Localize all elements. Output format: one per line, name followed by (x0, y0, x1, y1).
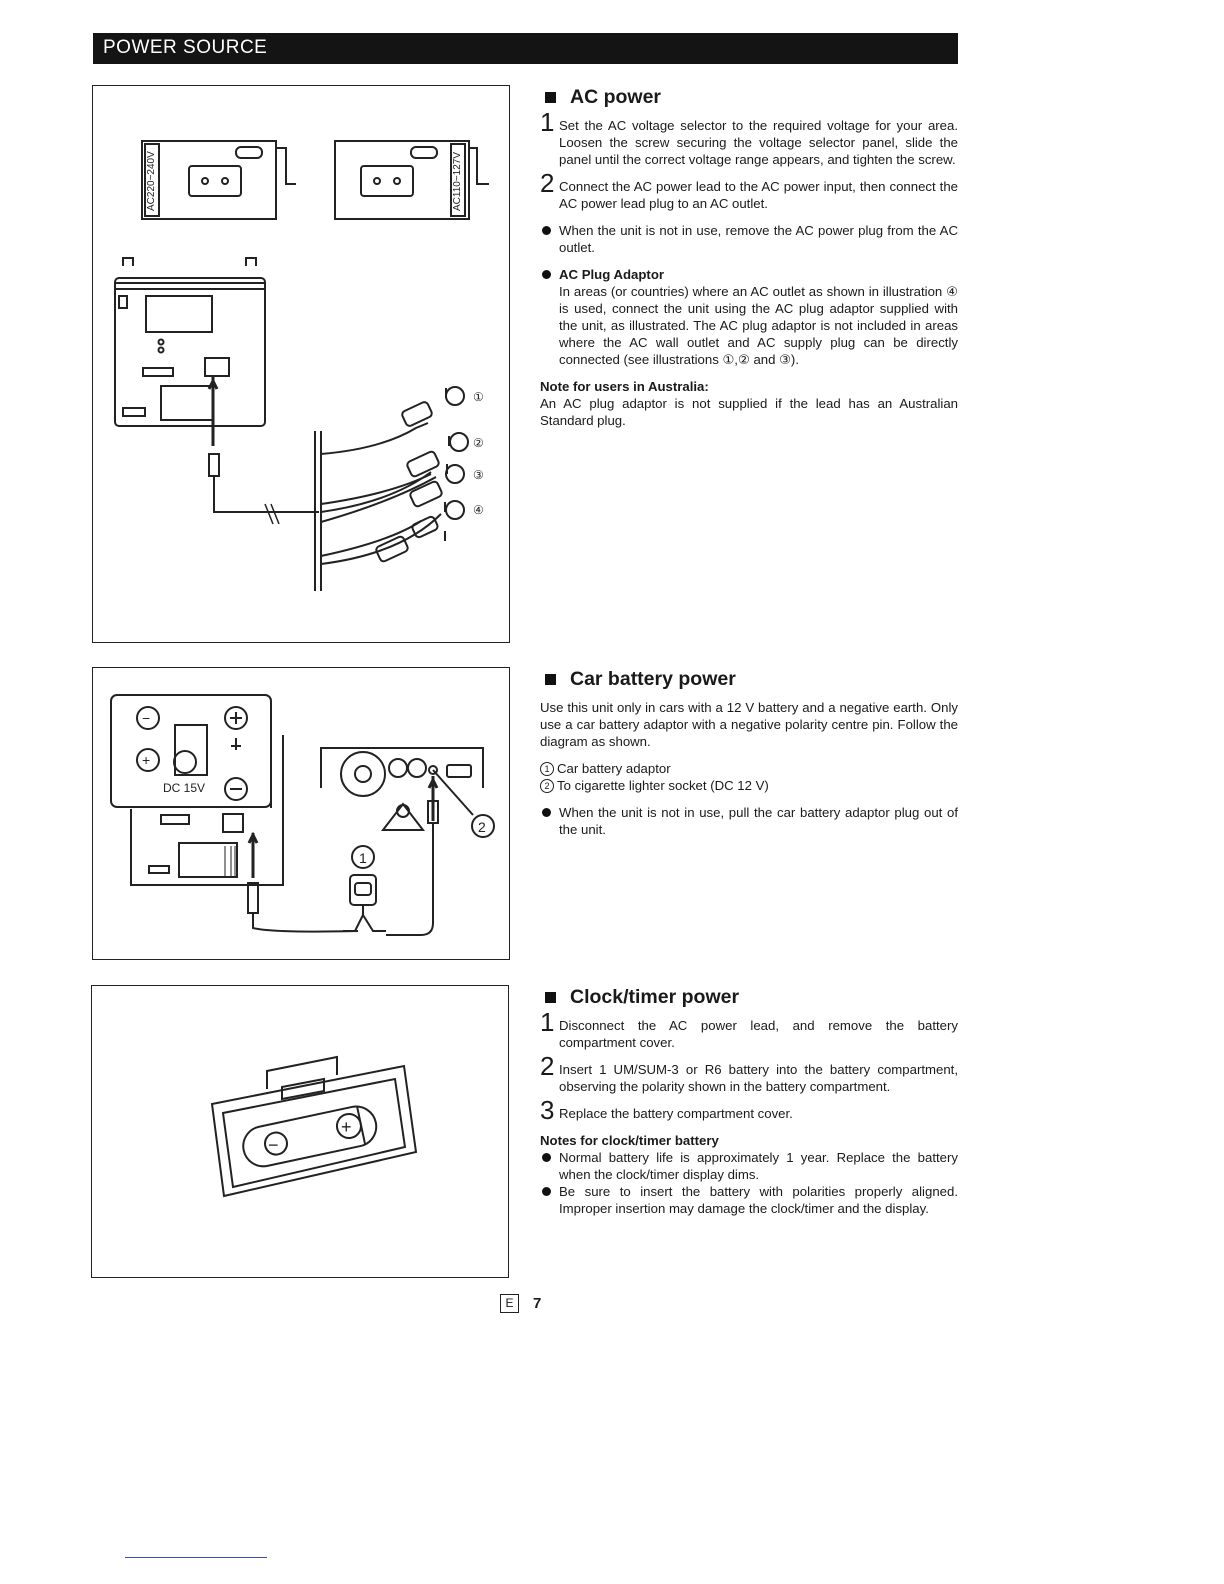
page-footer: E 7 (500, 1294, 541, 1313)
battery-minus: − (268, 1135, 279, 1155)
voltage-label-high: AC220~240V (146, 151, 157, 211)
car-battery-illustration: − + DC 15V 2 1 (92, 667, 510, 960)
callout-2: 2 (478, 819, 486, 835)
plug-label-1: ① (473, 390, 484, 404)
plus-sign: + (142, 752, 150, 768)
clock-note-1: Normal battery life is approximately 1 y… (540, 1149, 958, 1183)
ac-power-title: AC power (570, 86, 662, 108)
plug-label-3: ③ (473, 468, 484, 482)
divider-line (125, 1557, 267, 1558)
clock-power-heading: Clock/timer power (540, 985, 958, 1009)
clock-power-title: Clock/timer power (570, 986, 740, 1008)
ac-power-illustration: AC220~240V AC110~127V (92, 85, 510, 643)
section-header-bar: POWER SOURCE (93, 33, 958, 64)
section-title: POWER SOURCE (103, 37, 268, 58)
minus-sign: − (142, 710, 150, 726)
callout-1: 1 (359, 850, 367, 866)
ac-bullet-unplug: When the unit is not in use, remove the … (540, 222, 958, 256)
plug-label-2: ② (473, 436, 484, 450)
australia-note-text: An AC plug adaptor is not supplied if th… (540, 396, 958, 428)
clock-note-2: Be sure to insert the battery with polar… (540, 1183, 958, 1217)
clock-battery-illustration: − + (91, 985, 509, 1278)
dc-input-label: DC 15V (163, 781, 205, 795)
car-power-intro: Use this unit only in cars with a 12 V b… (540, 700, 958, 749)
car-bullet-unplug: When the unit is not in use, pull the ca… (540, 804, 958, 838)
battery-plus: + (341, 1117, 352, 1137)
clock-notes-title: Notes for clock/timer battery (540, 1133, 719, 1148)
voltage-label-low: AC110~127V (452, 152, 463, 211)
australia-note-title: Note for users in Australia: (540, 379, 709, 394)
car-power-section: Car battery power Use this unit only in … (540, 667, 958, 848)
page-number: 7 (533, 1295, 542, 1312)
car-power-title: Car battery power (570, 668, 736, 690)
plug-label-4: ④ (473, 503, 484, 517)
car-power-heading: Car battery power (540, 667, 958, 691)
ac-power-heading: AC power (540, 85, 958, 109)
language-badge: E (500, 1294, 519, 1313)
